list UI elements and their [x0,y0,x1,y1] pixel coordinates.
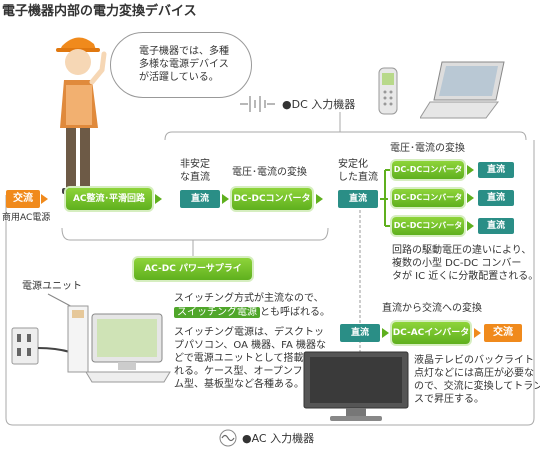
arrow-icon [222,194,229,204]
arrow-icon [316,194,323,204]
inverter-desc-1: 液晶テレビのバックライト [414,355,534,366]
commercial-ac-label: 商用AC電源 [2,213,51,223]
switching-desc-line-2: スイッチング電源とも呼ばれる。 [174,306,330,319]
laptop-illustration [420,61,505,119]
lcd-tv-illustration [303,351,409,421]
dc-out-box-3: 直流 [478,218,514,234]
arrow-icon [382,328,389,338]
bubble-line-2: 多様な電源デバイス [139,59,229,70]
bubble-line-3: が活躍している。 [139,72,219,83]
dc-out-box-2: 直流 [478,190,514,206]
dcdc-desc-3: タが IC 近くに分散配置される。 [392,271,539,282]
dcdc-small-box-3: DC-DCコンバータ [392,217,464,235]
dcdc-small-box-2: DC-DCコンバータ [392,189,464,207]
worker-illustration [56,37,107,194]
vi-conversion-label: 電圧･電流の変換 [232,167,307,178]
arrow-icon [467,221,474,231]
switching-body-5: ム型、基板型など各種ある。 [174,379,304,390]
page-title: 電子機器内部の電力変換デバイス [2,4,197,19]
phone-illustration [378,67,398,115]
ac-devices-label: ●AC 入力機器 [242,432,315,445]
arrow-icon [41,194,48,204]
dc-box-2: 直流 [338,190,378,208]
dc-to-ac-label: 直流から交流への変換 [382,303,482,314]
ac-input-badge: 交流 [6,190,40,208]
switching-desc-suffix: とも呼ばれる。 [260,307,330,318]
switching-body-3: どで電源ユニットとして搭載さ [174,353,314,364]
desktop-pc-illustration [11,293,171,383]
dcdc-desc-2: 複数の小型 DC-DC コンバー [392,258,522,269]
dc-out-box-1: 直流 [478,162,514,178]
switching-power-highlight: スイッチング電源 [174,307,260,318]
dc-box-1: 直流 [180,190,220,208]
unstable-dc-label-2: な直流 [180,172,210,183]
unstable-dc-label-1: 非安定 [180,159,210,170]
arrow-icon [467,165,474,175]
dcac-inverter-box: DC-ACインバータ [392,322,470,344]
inverter-desc-4: スで昇圧する。 [414,394,484,405]
arrow-icon [467,193,474,203]
dc-input-box: 直流 [340,324,380,342]
speech-bubble: 電子機器では、多種 多様な電源デバイス が活躍している。 [110,32,252,98]
vi-conversion-right-label: 電圧･電流の変換 [390,143,465,154]
arrow-icon [474,328,481,338]
arrow-icon [155,194,162,204]
acdc-power-supply-box: AC-DC パワーサプライ [134,258,252,280]
dcdc-small-box-1: DC-DCコンバータ [392,161,464,179]
stabilized-dc-label-1: 安定化 [338,159,368,170]
dc-devices-label: ●DC 入力機器 [282,98,356,111]
bubble-line-1: 電子機器では、多種 [139,46,229,57]
switching-body-4: れる。ケース型、オープンフレー [174,366,323,377]
psu-label: 電源ユニット [22,281,82,292]
ac-rectifier-box: AC整流･平滑回路 [66,188,152,210]
ac-output-badge: 交流 [484,324,522,342]
switching-body-2: プパソコン、OA 機器、FA 機器な [174,340,326,351]
switching-desc-line-1: スイッチング方式が主流なので、 [174,293,324,304]
switching-body-1: スイッチング電源は、デスクトッ [174,327,324,338]
stabilized-dc-label-2: した直流 [338,172,378,183]
dcdc-desc-1: 回路の駆動電圧の違いにより、 [392,245,532,256]
dcdc-converter-main-box: DC-DCコンバータ [232,188,312,210]
inverter-desc-3: ので、交流に変換してトラン [414,381,540,392]
inverter-desc-2: 点灯などには高圧が必要な [414,368,534,379]
